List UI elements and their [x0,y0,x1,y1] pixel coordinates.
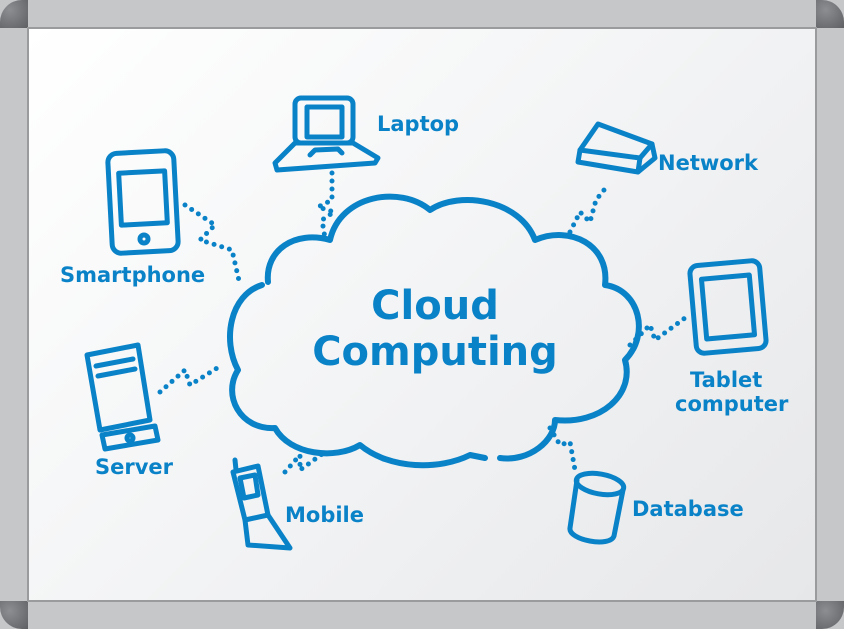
connector-network [567,187,607,235]
tablet-icon [687,258,769,356]
database-icon [567,470,627,545]
laptop-icon [272,95,381,173]
label-server: Server [95,455,174,479]
label-tablet-line1: Tablet [690,368,763,392]
label-tablet-line2: computer [675,392,789,416]
server-icon [84,342,161,452]
connector-smartphone [182,202,243,288]
mobile-icon [230,457,293,551]
cloud-title-line2: Computing [312,329,558,375]
connector-server [157,362,225,395]
label-mobile: Mobile [285,503,364,527]
label-laptop: Laptop [377,112,460,136]
whiteboard-surface [27,27,817,602]
connector-laptop [315,170,337,241]
connectors [157,170,688,475]
connector-mobile [282,449,328,475]
network-icon [575,121,658,175]
cloud-title-line1: Cloud [371,283,499,329]
label-database: Database [632,497,744,521]
connector-database [547,425,578,473]
label-network: Network [658,151,759,175]
cloud-shape [227,193,642,469]
label-smartphone: Smartphone [60,263,206,287]
connector-tablet [627,315,688,348]
smartphone-icon [105,148,181,256]
